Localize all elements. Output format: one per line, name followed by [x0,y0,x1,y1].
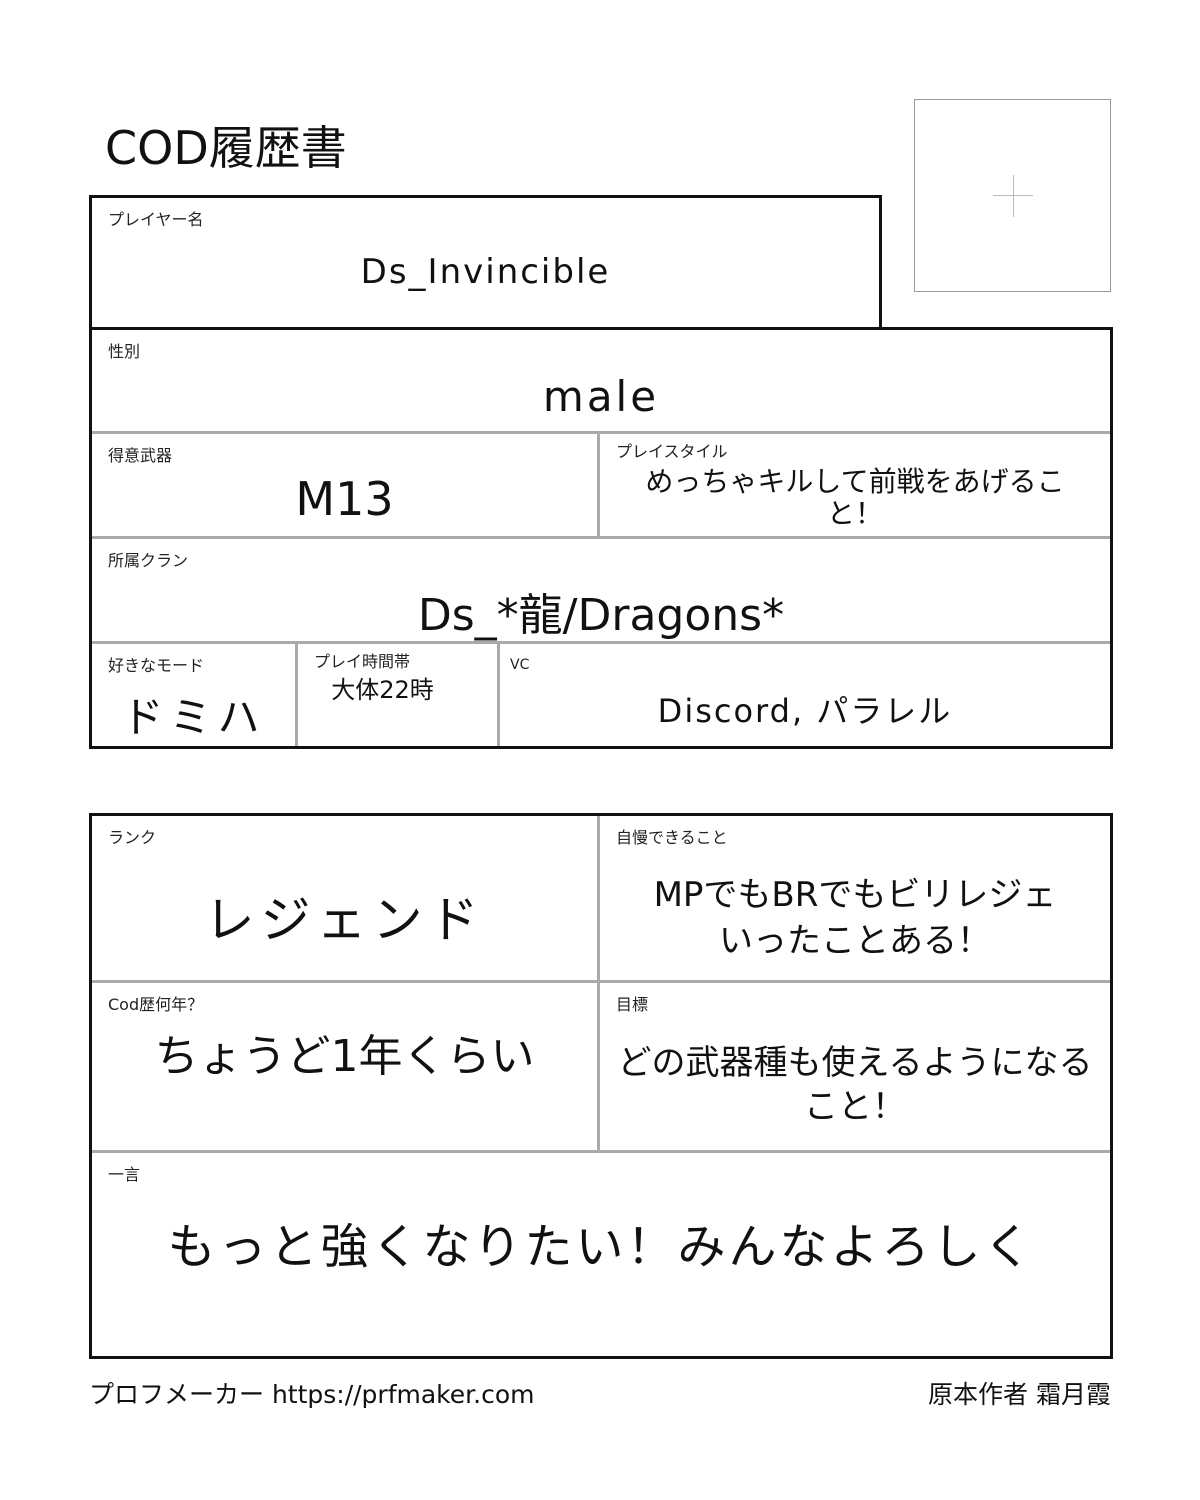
play-style-field: プレイスタイル めっちゃキルして前戦をあげること！ [600,434,1110,536]
field-value: めっちゃキルして前戦をあげること！ [645,465,1065,530]
rank-field: ランク レジェンド [92,816,597,980]
comment-field: 一言 もっと強くなりたい！みんなよろしく [92,1153,1110,1356]
plus-icon [1013,175,1014,217]
vc-field: VC Discord, パラレル [500,644,1110,746]
goal-field: 目標 どの武器種も使えるようになること！ [600,983,1110,1150]
field-label: 所属クラン [108,551,189,570]
field-label: 性別 [108,342,141,361]
field-value: ドミハ [121,693,266,742]
field-label: プレイスタイル [616,442,728,461]
field-value: male [542,372,660,421]
divider [92,536,1110,539]
years-field: Cod歴何年？ ちょうど1年くらい [92,983,597,1150]
field-label: VC [510,657,530,673]
basic-info-block [89,327,1113,749]
field-label: ランク [108,828,157,847]
field-value: ちょうど1年くらい [154,1031,535,1082]
divider [295,644,298,746]
boast-field: 自慢できること MPでもBRでもビリレジェいったことある！ [600,816,1110,980]
field-label: 得意武器 [108,446,173,465]
player-name-field: プレイヤー名 Ds_Invincible [89,195,882,330]
field-value: Discord, パラレル [657,692,953,730]
field-label: プレイ時間帯 [314,652,411,671]
field-value: もっと強くなりたい！みんなよろしく [167,1219,1035,1275]
field-label: 目標 [616,995,649,1014]
clan-field: 所属クラン Ds_*龍/Dragons* [92,539,1110,641]
field-label: プレイヤー名 [108,210,204,229]
details-block [89,813,1113,1359]
field-label: 自慢できること [616,828,728,847]
field-value: 大体22時 [331,676,434,704]
field-value: Ds_*龍/Dragons* [417,590,785,641]
field-value: レジェンド [204,891,485,949]
weapon-field: 得意武器 M13 [92,434,597,536]
field-label: Cod歴何年？ [108,995,204,1014]
field-value: どの武器種も使えるようになること！ [617,1043,1093,1127]
gender-field: 性別 male [92,330,1110,431]
mode-field: 好きなモード ドミハ [92,644,295,746]
photo-upload[interactable] [914,99,1111,292]
play-time-field: プレイ時間帯 大体22時 [298,644,497,746]
field-label: 好きなモード [108,656,205,675]
field-value: MPでもBRでもビリレジェいったことある！ [653,875,1057,961]
divider [92,641,1110,644]
field-value: Ds_Invincible [360,252,611,292]
divider [597,434,600,537]
divider [92,431,1110,434]
page-title: COD履歴書 [105,121,347,175]
footer-credit-link[interactable]: プロフメーカー https://prfmaker.com [89,1380,535,1409]
divider [597,816,600,1150]
divider [497,644,500,746]
divider [92,980,1110,983]
field-label: 一言 [108,1165,141,1184]
field-value: M13 [295,472,394,526]
footer-author: 原本作者 霜月霞 [928,1380,1111,1409]
divider [92,1150,1110,1153]
